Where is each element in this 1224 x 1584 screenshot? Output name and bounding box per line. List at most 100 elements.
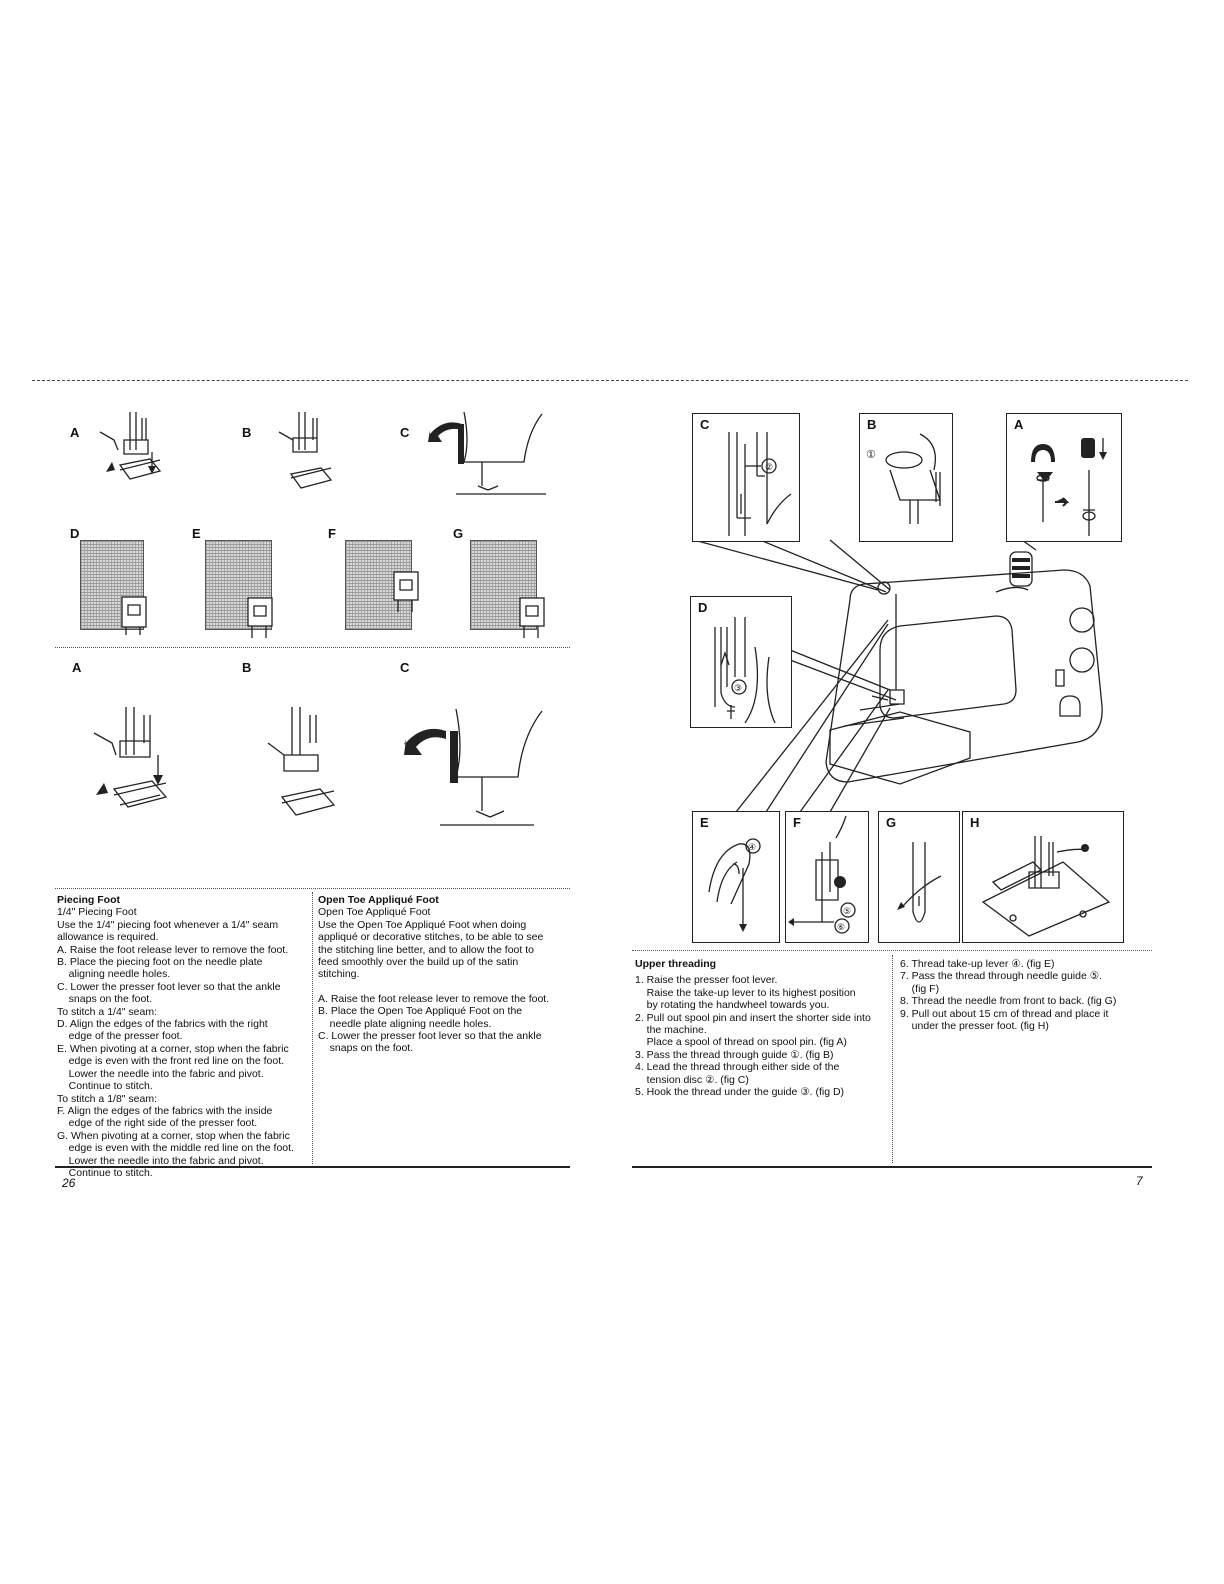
applique-foot-section: Open Toe Appliqué Foot Open Toe Appliqué… <box>318 894 573 1055</box>
piecing-line: B. Place the piecing foot on the needle … <box>57 956 263 969</box>
fig-label-a-bottom: A <box>72 660 82 675</box>
applique-line: C. Lower the presser foot lever so that … <box>318 1030 542 1043</box>
applique-line: A. Raise the foot release lever to remov… <box>318 992 550 1005</box>
foot-fig-d-icon <box>121 596 147 635</box>
diagram-frame-c: C ② <box>692 413 800 542</box>
applique-foot-remove-illustration <box>93 707 168 808</box>
upper-threading-heading: Upper threading <box>635 958 717 970</box>
applique-line: stitching. <box>318 968 360 981</box>
applique-line: Use the Open Toe Appliqué Foot when doin… <box>318 918 527 931</box>
threading-line: under the presser foot. (fig H) <box>900 1020 1049 1033</box>
upper-threading-section: Upper threading 1. Raise the presser foo… <box>635 958 890 1098</box>
presser-lever-lower-illustration <box>428 411 546 495</box>
page-number-left: 26 <box>62 1176 76 1190</box>
lower-guide-drawing: ③ <box>714 617 776 724</box>
spool-pin-drawing <box>1031 438 1107 536</box>
diagram-frame-g: G <box>878 811 960 943</box>
foot-fig-e-icon <box>247 597 273 638</box>
pull-thread-drawing <box>981 836 1111 937</box>
foot-fig-f-icon <box>393 571 419 612</box>
page-number-right: 7 <box>1136 1174 1143 1188</box>
applique-line: B. Place the Open Toe Appliqué Foot on t… <box>318 1005 523 1018</box>
diagram-label-c: C <box>700 417 710 432</box>
fig-label-b-bottom: B <box>242 660 252 675</box>
applique-lever-lower-illustration <box>404 708 543 826</box>
piecing-line: To stitch a 1/4" seam: <box>57 1005 158 1018</box>
diagram-label-h: H <box>970 815 980 830</box>
diagram-label-f: F <box>793 815 801 830</box>
needle-eye-drawing <box>897 842 942 923</box>
threading-steps-6-9: 6. Thread take-up lever ④. (fig E) 7. Pa… <box>900 958 1150 1032</box>
piecing-line: snaps on the foot. <box>57 993 153 1006</box>
piecing-foot-place-illustration <box>278 412 333 489</box>
fig-label-e: E <box>192 526 201 541</box>
divider-threading <box>632 950 1152 951</box>
applique-line: feed smoothly over the build up of the s… <box>318 956 519 969</box>
threading-line: Raise the take-up lever to its highest p… <box>635 986 856 999</box>
needle-guide-drawing: ⑤ ⑥ <box>788 815 856 934</box>
threading-line: 7. Pass the thread through needle guide … <box>900 970 1103 983</box>
piecing-line: Continue to stitch. <box>57 1166 153 1179</box>
piecing-line: allowance is required. <box>57 931 159 944</box>
piecing-line: aligning needle holes. <box>57 968 171 981</box>
thread-guide-drawing: ① <box>866 433 941 524</box>
piecing-line: Continue to stitch. <box>57 1080 153 1093</box>
fig-label-a-top: A <box>70 425 80 440</box>
threading-line: 4. Lead the thread through either side o… <box>635 1061 840 1074</box>
piecing-line: C. Lower the presser foot lever so that … <box>57 980 281 993</box>
piecing-line: Use the 1/4" piecing foot whenever a 1/4… <box>57 918 279 931</box>
threading-steps-1-5: 1. Raise the presser foot lever. Raise t… <box>635 974 890 1098</box>
callout-2: ② <box>765 463 773 473</box>
column-divider-left <box>312 892 313 1164</box>
fig-label-c-bottom: C <box>400 660 410 675</box>
callout-5: ⑤ <box>843 907 851 917</box>
threading-line: 8. Thread the needle from front to back.… <box>900 995 1117 1008</box>
piecing-foot-remove-illustration <box>99 412 162 480</box>
applique-foot-instructions: Open Toe Appliqué Foot Use the Open Toe … <box>318 906 573 1054</box>
callout-4: ④ <box>748 843 756 853</box>
top-rule <box>32 380 1188 381</box>
applique-foot-place-illustration <box>267 707 336 816</box>
foot-fig-g-icon <box>519 597 545 638</box>
piecing-line: edge of the right side of the presser fo… <box>57 1117 258 1130</box>
threading-line: (fig F) <box>900 982 940 995</box>
threading-line: 2. Pull out spool pin and insert the sho… <box>635 1011 871 1024</box>
applique-line: snaps on the foot. <box>318 1042 414 1055</box>
applique-line: appliqué or decorative stitches, to be a… <box>318 931 544 944</box>
fig-label-b-top: B <box>242 425 252 440</box>
threading-line: 1. Raise the presser foot lever. <box>635 974 778 987</box>
callout-1: ① <box>866 448 876 461</box>
callout-lines <box>693 539 1037 813</box>
piecing-line: edge is even with the front red line on … <box>57 1055 285 1068</box>
threading-line: tension disc ②. (fig C) <box>635 1073 749 1086</box>
diagram-label-e: E <box>700 815 709 830</box>
piecing-line: To stitch a 1/8" seam: <box>57 1092 158 1105</box>
threading-line: Place a spool of thread on spool pin. (f… <box>635 1036 847 1049</box>
threading-line: 5. Hook the thread under the guide ③. (f… <box>635 1086 845 1099</box>
threading-line: by rotating the handwheel towards you. <box>635 999 830 1012</box>
piecing-line: Lower the needle into the fabric and piv… <box>57 1067 264 1080</box>
piecing-line: E. When pivoting at a corner, stop when … <box>57 1042 289 1055</box>
fig-label-d: D <box>70 526 80 541</box>
piecing-line: D. Align the edges of the fabrics with t… <box>57 1018 268 1031</box>
diagram-label-d: D <box>698 600 708 615</box>
diagram-label-g: G <box>886 815 897 830</box>
piecing-foot-heading: Piecing Foot <box>57 894 120 906</box>
diagram-frame-a: A <box>1006 413 1122 542</box>
diagram-frame-h: H <box>962 811 1124 943</box>
diagram-label-a: A <box>1014 417 1024 432</box>
callout-6: ⑥ <box>837 923 845 933</box>
diagram-frame-f: F ⑤ ⑥ <box>785 811 869 943</box>
right-footer-rule <box>632 1166 1152 1168</box>
take-up-lever-drawing: ④ <box>708 838 761 932</box>
piecing-line: edge of the presser foot. <box>57 1030 183 1043</box>
tension-disc-drawing: ② <box>728 432 792 536</box>
piecing-line: G. When pivoting at a corner, stop when … <box>57 1129 290 1142</box>
piecing-line: edge is even with the middle red line on… <box>57 1142 294 1155</box>
threading-line: 9. Pull out about 15 cm of thread and pl… <box>900 1007 1109 1020</box>
upper-threading-section-continued: 6. Thread take-up lever ④. (fig E) 7. Pa… <box>900 958 1150 1032</box>
piecing-line: 1/4" Piecing Foot <box>57 906 137 919</box>
diagram-label-b: B <box>867 417 877 432</box>
piecing-foot-section: Piecing Foot 1/4" Piecing Foot Use the 1… <box>57 894 312 1179</box>
threading-line: the machine. <box>635 1024 707 1037</box>
